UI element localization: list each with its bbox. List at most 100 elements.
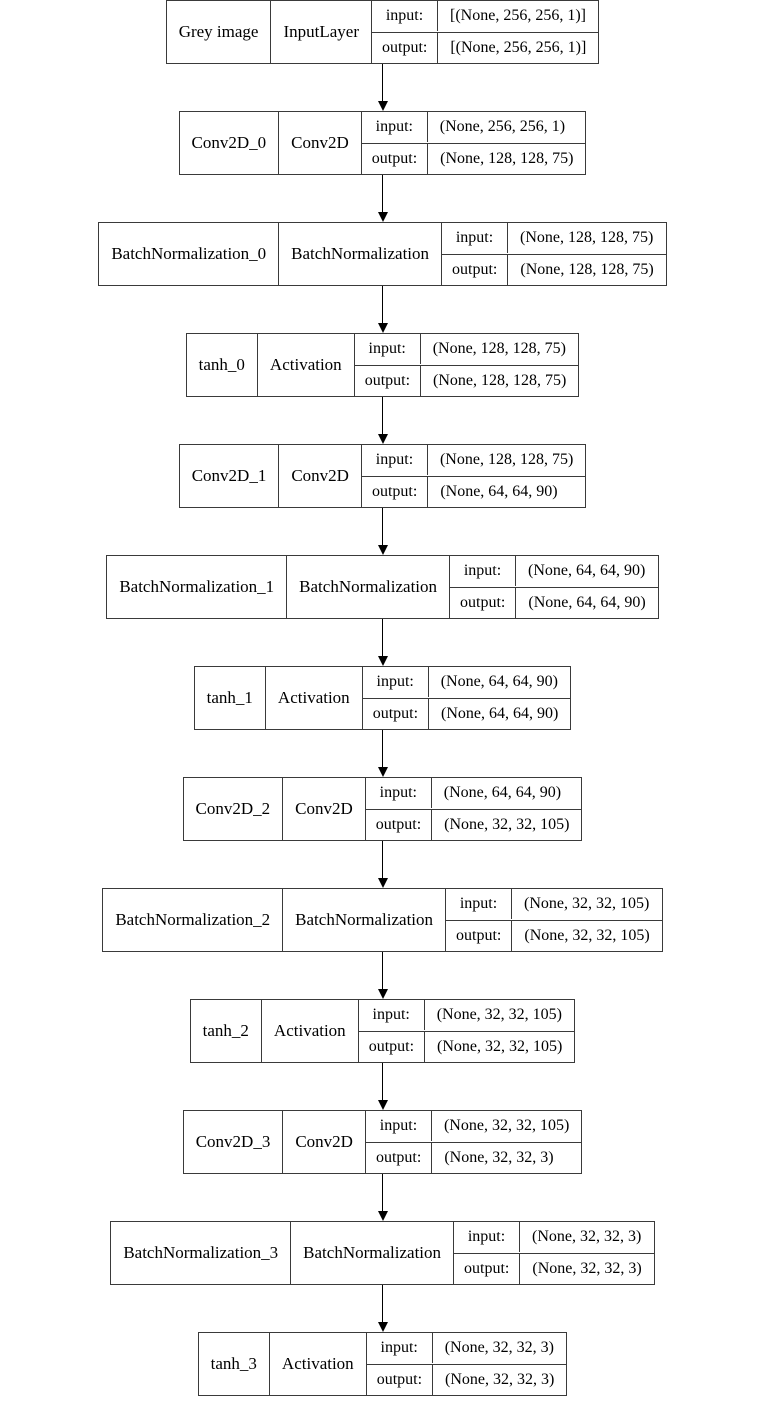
- output-shape: (None, 128, 128, 75): [433, 371, 567, 389]
- input-shape: (None, 128, 128, 75): [432, 340, 566, 357]
- layer-node[interactable]: Conv2D_2 Conv2D input: (None, 64, 64, 90…: [182, 777, 583, 841]
- down-arrow-icon: [376, 730, 390, 777]
- layer-node[interactable]: Conv2D_0 Conv2D input: (None, 256, 256, …: [178, 111, 587, 175]
- layer-name: tanh_3: [199, 1333, 270, 1395]
- layer-name: Conv2D_3: [184, 1111, 284, 1173]
- output-label: output:: [355, 365, 422, 396]
- input-label: input:: [450, 556, 517, 586]
- input-shape: (None, 128, 128, 75): [520, 229, 654, 246]
- output-label: output:: [454, 1253, 521, 1284]
- output-shape: (None, 64, 64, 90): [528, 593, 646, 611]
- input-shape: (None, 64, 64, 90): [528, 562, 646, 579]
- input-shape: (None, 64, 64, 90): [443, 784, 562, 801]
- input-label: input:: [366, 1111, 432, 1141]
- layer-io-table: input: (None, 128, 128, 75) output: (Non…: [361, 445, 586, 508]
- layer-output-row: output: (None, 32, 32, 105): [359, 1031, 575, 1063]
- input-label: input:: [372, 1, 438, 31]
- layer-name: Conv2D_1: [180, 445, 280, 507]
- output-shape: (None, 32, 32, 3): [444, 1148, 554, 1166]
- output-shape: (None, 32, 32, 105): [444, 815, 570, 833]
- layer-output-row: output: (None, 32, 32, 3): [366, 1142, 581, 1174]
- layer-type: Conv2D: [279, 445, 362, 507]
- layer-name: BatchNormalization_0: [99, 223, 280, 285]
- layer-type: Activation: [270, 1333, 367, 1395]
- layer-input-row: input: (None, 32, 32, 3): [454, 1222, 654, 1254]
- layer-name: tanh_2: [191, 1000, 262, 1062]
- layer-io-table: input: (None, 32, 32, 105) output: (None…: [365, 1111, 582, 1174]
- layer-io-table: input: (None, 32, 32, 3) output: (None, …: [366, 1333, 567, 1395]
- layer-input-row: input: [(None, 256, 256, 1)]: [372, 1, 599, 33]
- layer-output-row: output: (None, 32, 32, 105): [446, 920, 662, 952]
- input-label: input:: [362, 445, 428, 475]
- output-label: output:: [372, 32, 439, 63]
- output-label: output:: [366, 809, 433, 840]
- layer-name: Grey image: [167, 1, 272, 63]
- layer-input-row: input: (None, 128, 128, 75): [354, 334, 579, 366]
- layer-input-row: input: (None, 32, 32, 105): [365, 1111, 582, 1143]
- layer-node[interactable]: BatchNormalization_0 BatchNormalization …: [98, 222, 667, 286]
- layer-name: tanh_1: [195, 667, 266, 729]
- input-shape: (None, 32, 32, 105): [436, 1006, 562, 1023]
- layer-io-table: input: (None, 32, 32, 105) output: (None…: [358, 1000, 575, 1063]
- down-arrow-icon: [376, 1063, 390, 1110]
- output-shape: (None, 32, 32, 3): [532, 1259, 642, 1277]
- input-label: input:: [446, 889, 513, 919]
- down-arrow-icon: [376, 1285, 390, 1332]
- layer-input-row: input: (None, 256, 256, 1): [361, 112, 586, 144]
- input-label: input:: [366, 778, 432, 808]
- layer-type: Conv2D: [283, 1111, 366, 1173]
- layer-name: Conv2D_2: [184, 778, 284, 840]
- layer-output-row: output: (None, 64, 64, 90): [363, 698, 571, 730]
- input-label: input:: [362, 112, 428, 142]
- output-shape: (None, 128, 128, 75): [440, 149, 574, 167]
- layer-output-row: output: (None, 32, 32, 3): [454, 1253, 654, 1285]
- down-arrow-icon: [376, 1174, 390, 1221]
- layer-output-row: output: (None, 64, 64, 90): [362, 476, 585, 508]
- layer-output-row: output: (None, 128, 128, 75): [355, 365, 579, 397]
- input-label: input:: [367, 1333, 433, 1363]
- input-shape: (None, 32, 32, 105): [443, 1117, 570, 1134]
- layer-node[interactable]: tanh_1 Activation input: (None, 64, 64, …: [193, 666, 572, 730]
- layer-input-row: input: (None, 128, 128, 75): [361, 445, 586, 477]
- layer-io-table: input: (None, 128, 128, 75) output: (Non…: [354, 334, 579, 397]
- output-label: output:: [362, 143, 429, 174]
- layer-node[interactable]: BatchNormalization_2 BatchNormalization …: [102, 888, 663, 952]
- layer-node[interactable]: Conv2D_1 Conv2D input: (None, 128, 128, …: [178, 444, 587, 508]
- input-label: input:: [355, 334, 421, 364]
- down-arrow-icon: [376, 397, 390, 444]
- layer-io-table: input: (None, 64, 64, 90) output: (None,…: [362, 667, 571, 730]
- input-shape: (None, 32, 32, 105): [524, 895, 650, 912]
- output-shape: [(None, 256, 256, 1)]: [450, 38, 587, 56]
- layer-io-table: input: (None, 32, 32, 105) output: (None…: [446, 889, 662, 951]
- layer-type: BatchNormalization: [283, 889, 447, 951]
- layer-node[interactable]: tanh_3 Activation input: (None, 32, 32, …: [197, 1332, 568, 1396]
- layer-output-row: output: (None, 32, 32, 105): [366, 809, 582, 841]
- layer-io-table: input: (None, 128, 128, 75) output: (Non…: [442, 223, 666, 285]
- layer-node[interactable]: tanh_2 Activation input: (None, 32, 32, …: [189, 999, 576, 1063]
- input-label: input:: [442, 223, 509, 253]
- layer-node[interactable]: BatchNormalization_3 BatchNormalization …: [110, 1221, 655, 1285]
- layer-node[interactable]: Grey image InputLayer input: [(None, 256…: [165, 0, 600, 64]
- layer-type: InputLayer: [271, 1, 372, 63]
- layer-output-row: output: [(None, 256, 256, 1)]: [372, 32, 598, 64]
- layer-io-table: input: (None, 32, 32, 3) output: (None, …: [454, 1222, 654, 1284]
- layer-io-table: input: (None, 64, 64, 90) output: (None,…: [450, 556, 658, 618]
- layer-input-row: input: (None, 64, 64, 90): [450, 556, 658, 588]
- layer-type: BatchNormalization: [287, 556, 451, 618]
- input-label: input:: [359, 1000, 425, 1030]
- output-label: output:: [450, 587, 517, 618]
- layer-node[interactable]: Conv2D_3 Conv2D input: (None, 32, 32, 10…: [182, 1110, 583, 1174]
- output-label: output:: [359, 1031, 426, 1062]
- input-label: input:: [454, 1222, 521, 1252]
- layer-name: BatchNormalization_1: [107, 556, 288, 618]
- down-arrow-icon: [376, 64, 390, 111]
- output-shape: (None, 32, 32, 105): [524, 926, 650, 944]
- layer-type: Activation: [258, 334, 355, 396]
- layer-node[interactable]: tanh_0 Activation input: (None, 128, 128…: [185, 333, 580, 397]
- layer-io-table: input: (None, 64, 64, 90) output: (None,…: [365, 778, 582, 841]
- layer-type: Conv2D: [283, 778, 366, 840]
- layer-node[interactable]: BatchNormalization_1 BatchNormalization …: [106, 555, 659, 619]
- down-arrow-icon: [376, 508, 390, 555]
- input-shape: (None, 64, 64, 90): [440, 673, 558, 690]
